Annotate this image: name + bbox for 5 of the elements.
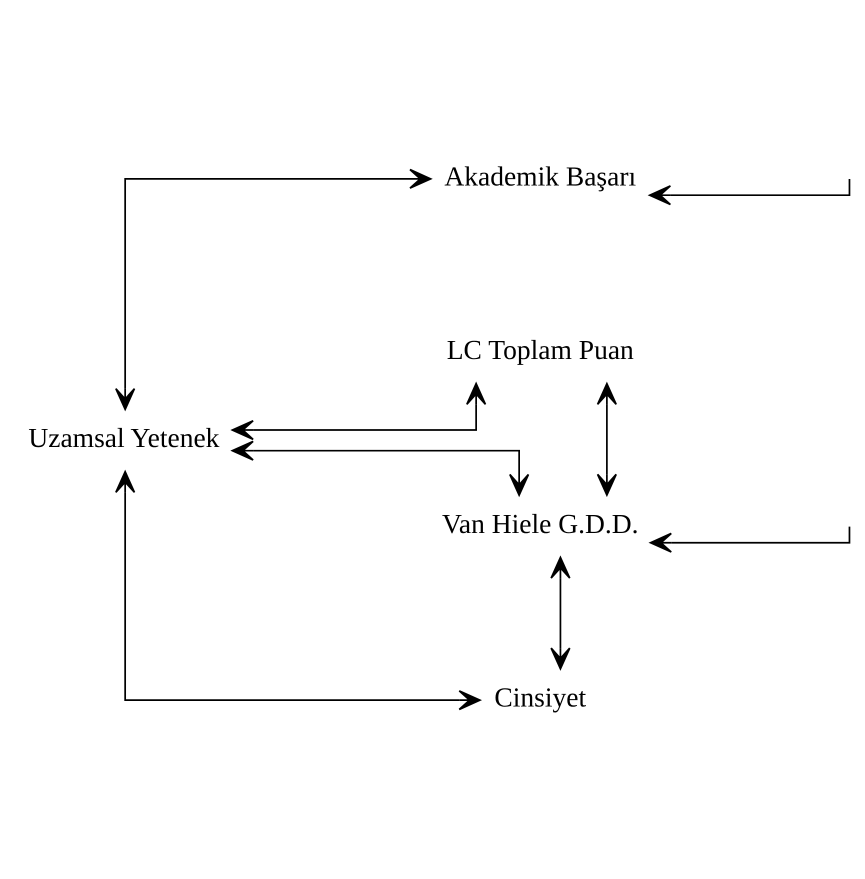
node-text: Cinsiyet xyxy=(494,682,586,713)
node-text: LC Toplam Puan xyxy=(446,334,634,366)
node-text: Van Hiele G.D.D. xyxy=(442,508,638,539)
node-text: Akademik Başarı xyxy=(444,160,636,192)
node-text: Uzamsal Yetenek xyxy=(28,422,220,453)
